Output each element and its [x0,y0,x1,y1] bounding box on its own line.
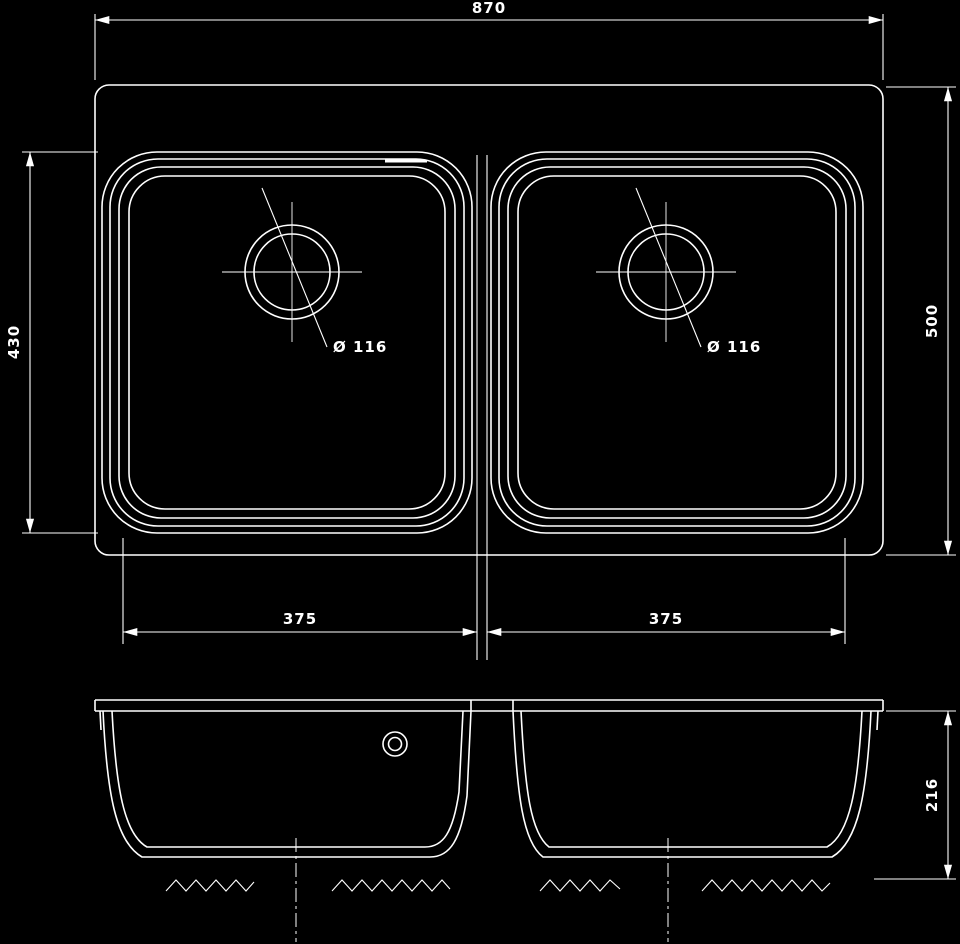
rim [94,699,884,731]
sink-outline [94,84,884,556]
bowl-contour-line [128,175,446,510]
bowl-contour-line [109,158,465,527]
left-bowl-profile [102,710,472,858]
dim-label-overall-width: 870 [472,0,506,17]
right-bowl-profile [512,710,872,858]
dim-overall-width: 870 [94,0,884,80]
bowl-inner-surface [520,710,863,848]
rim-right-lip [876,710,879,731]
drain-diameter-label: Ø 116 [333,338,387,356]
dim-label-bowl-height: 216 [923,778,941,812]
break-mark [165,879,255,892]
dim-right-bowl-width: 375 [487,538,846,644]
plan-view: Ø 116 Ø 116 870 430 [5,0,956,660]
dim-label-right-bowl-width: 375 [649,610,683,628]
break-mark [331,879,451,892]
bowl-inner-surface [111,710,464,848]
bowl-contour-line [118,166,456,519]
bowl-contour-line [498,158,856,527]
bowl-outer-surface [102,710,472,858]
bowl-contour-line [507,166,847,519]
left-bowl [101,151,473,534]
dim-bowl-depth: 430 [5,151,98,534]
drain-hole [382,731,408,757]
break-marks [165,879,831,892]
dim-bowl-height: 216 [874,710,956,880]
bowl-contour-line [101,151,473,534]
drain-hole-inner-circle [387,736,403,752]
dim-label-left-bowl-width: 375 [283,610,317,628]
break-mark [539,879,621,892]
dim-label-overall-depth: 500 [923,304,941,338]
break-mark [701,879,831,892]
drain-diameter-label: Ø 116 [707,338,761,356]
right-bowl [490,151,864,534]
front-view: 216 [94,699,956,942]
drain-hole-outer-circle [382,731,408,757]
bowl-contour-line [517,175,837,510]
left-drain: Ø 116 [222,187,387,356]
dim-left-bowl-width: 375 [122,538,477,644]
bowl-outer-surface [512,710,872,858]
rim-left-lip [99,710,102,731]
bowl-contour-line [490,151,864,534]
right-drain: Ø 116 [596,187,761,356]
drain-leader-line [261,187,328,348]
dim-label-bowl-depth: 430 [5,325,23,359]
dim-overall-depth: 500 [886,86,956,556]
drain-leader-line [635,187,702,348]
